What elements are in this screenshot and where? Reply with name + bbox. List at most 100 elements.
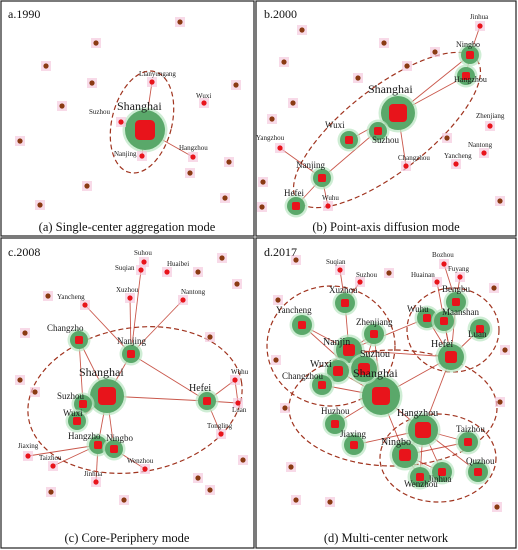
city-label-c-changzho: Changzho bbox=[47, 323, 84, 333]
peripheral-dot bbox=[193, 473, 203, 483]
city-label-c-yancheng: Yancheng bbox=[57, 293, 85, 301]
city-node-b-jinhua bbox=[475, 21, 485, 31]
city-node-b-zhenjiang bbox=[485, 121, 495, 131]
peripheral-dot bbox=[224, 157, 234, 167]
peripheral-dot bbox=[297, 25, 307, 35]
peripheral-dots bbox=[15, 17, 510, 512]
city-label-c-xuzhou: Xuzhou bbox=[116, 286, 139, 294]
city-label-b-hangzhou: Hangzhou bbox=[454, 75, 487, 84]
city-label-c-suzhou: Suzhou bbox=[57, 391, 85, 401]
city-label-d-huainan: Huainan bbox=[411, 271, 435, 279]
city-node-c-whhu bbox=[230, 375, 240, 385]
city-label-b-yangzhou: Yangzhou bbox=[256, 134, 285, 142]
city-label-c-whhu: Whhu bbox=[231, 368, 249, 376]
peripheral-dot bbox=[46, 487, 56, 497]
peripheral-dot bbox=[489, 283, 499, 293]
city-label-b-changzhou: Changzhou bbox=[398, 154, 430, 162]
city-label-b-suzhou: Suzhou bbox=[372, 135, 400, 145]
peripheral-dot bbox=[232, 279, 242, 289]
city-node-b-ningbo bbox=[458, 43, 482, 67]
peripheral-dot bbox=[267, 114, 277, 124]
city-label-d-wuhu: Wuhu bbox=[407, 304, 429, 314]
city-label-c-suqian: Suqian bbox=[115, 264, 135, 272]
city-node-c-wuxi bbox=[65, 409, 89, 433]
city-node-d-jiaxing bbox=[341, 432, 367, 458]
city-label-d-bengbu: Bengbu bbox=[442, 284, 470, 294]
city-label-c-wenzhou: Wenzhou bbox=[127, 457, 154, 465]
city-node-d-shanghai bbox=[359, 374, 403, 418]
city-label-c-shanghai: Shanghai bbox=[79, 365, 124, 379]
city-node-c-tongling bbox=[216, 429, 226, 439]
city-label-c-jiaxing: Jiaxing bbox=[18, 442, 39, 450]
city-label-d-luan: Luan bbox=[468, 329, 487, 339]
city-label-b-wuhu: Wuhu bbox=[322, 194, 339, 202]
city-node-d-bengbu bbox=[443, 289, 469, 315]
city-node-c-hefei bbox=[195, 389, 219, 413]
city-label-b-hefei: Hefei bbox=[284, 188, 304, 198]
city-node-b-nanjing bbox=[310, 166, 334, 190]
city-label-b-ningbo: Ningbo bbox=[456, 40, 480, 49]
city-node-c-ningbo bbox=[102, 437, 126, 461]
peripheral-dot bbox=[291, 495, 301, 505]
city-label-c-luan: Luan bbox=[232, 406, 247, 414]
peripheral-dot bbox=[442, 133, 452, 143]
edge-c-nanjing-suqian bbox=[130, 269, 142, 355]
peripheral-dot bbox=[291, 255, 301, 265]
city-label-c-nanjing: Nanjing bbox=[117, 336, 146, 346]
city-label-d-hefei: Hefei bbox=[431, 339, 453, 350]
city-label-a-wuxi: Wuxi bbox=[196, 92, 211, 100]
city-node-d-wenzhou bbox=[407, 464, 433, 490]
city-label-b-nantong: Nantong bbox=[468, 141, 493, 149]
peripheral-dot bbox=[57, 101, 67, 111]
city-node-d-maanshan bbox=[431, 308, 457, 334]
city-label-d-shanghai: Shanghai bbox=[353, 366, 398, 380]
peripheral-dot bbox=[205, 485, 215, 495]
city-node-c-jinhua bbox=[91, 477, 101, 487]
city-node-d-yancheng bbox=[289, 312, 315, 338]
peripheral-dot bbox=[231, 80, 241, 90]
city-label-b-wuxi: Wuxi bbox=[325, 120, 345, 130]
city-label-d-jiaxing: Jiaxing bbox=[340, 429, 366, 439]
peripheral-dot bbox=[217, 253, 227, 263]
city-label-b-shanghai: Shanghai bbox=[368, 82, 413, 96]
peripheral-dot bbox=[430, 47, 440, 57]
cluster-ellipses bbox=[27, 51, 500, 503]
city-label-a-shanghai: Shanghai bbox=[117, 99, 162, 113]
cluster-ellipse-a bbox=[109, 70, 175, 174]
peripheral-dot bbox=[280, 403, 290, 413]
peripheral-dot bbox=[15, 136, 25, 146]
peripheral-dot bbox=[20, 328, 30, 338]
panel-caption-d: (d) Multi-center network bbox=[324, 531, 449, 545]
city-node-c-changzho bbox=[67, 328, 91, 352]
city-node-d-ningbo bbox=[389, 439, 421, 471]
city-label-d-nanjin: Nanjin bbox=[323, 337, 350, 348]
city-label-c-tongling: Tongling bbox=[207, 422, 233, 430]
peripheral-dot bbox=[258, 177, 268, 187]
city-node-d-taizhou bbox=[455, 429, 481, 455]
cluster-ellipse-d bbox=[266, 285, 396, 407]
city-label-c-ningbo: Ningbo bbox=[106, 433, 134, 443]
city-node-c-xuzhou bbox=[125, 293, 135, 303]
city-node-d-jinhua bbox=[429, 459, 455, 485]
city-node-d-hangzhou bbox=[405, 412, 441, 448]
peripheral-dot bbox=[87, 78, 97, 88]
city-label-c-suhou: Suhou bbox=[134, 249, 152, 257]
city-node-c-taizhou bbox=[48, 461, 58, 471]
city-node-d-huainan bbox=[432, 277, 442, 287]
city-label-d-changzhou: Changzhou bbox=[282, 371, 323, 381]
panel-frame-b bbox=[255, 0, 517, 237]
city-node-b-hangzhou bbox=[454, 64, 478, 88]
cluster-ellipse-d bbox=[406, 287, 500, 373]
city-node-c-wenzhou bbox=[140, 464, 150, 474]
city-node-c-nanjing bbox=[119, 342, 143, 366]
peripheral-dot bbox=[82, 181, 92, 191]
city-label-a-suzhou: Suzhou bbox=[89, 108, 111, 116]
edge-d-nanjin-hefei bbox=[348, 349, 452, 358]
city-node-c-luan bbox=[233, 398, 243, 408]
peripheral-dot bbox=[279, 57, 289, 67]
city-node-b-yancheng bbox=[451, 159, 461, 169]
city-label-d-bozhou: Bozhou bbox=[432, 251, 454, 259]
city-node-d-suqian bbox=[335, 265, 345, 275]
